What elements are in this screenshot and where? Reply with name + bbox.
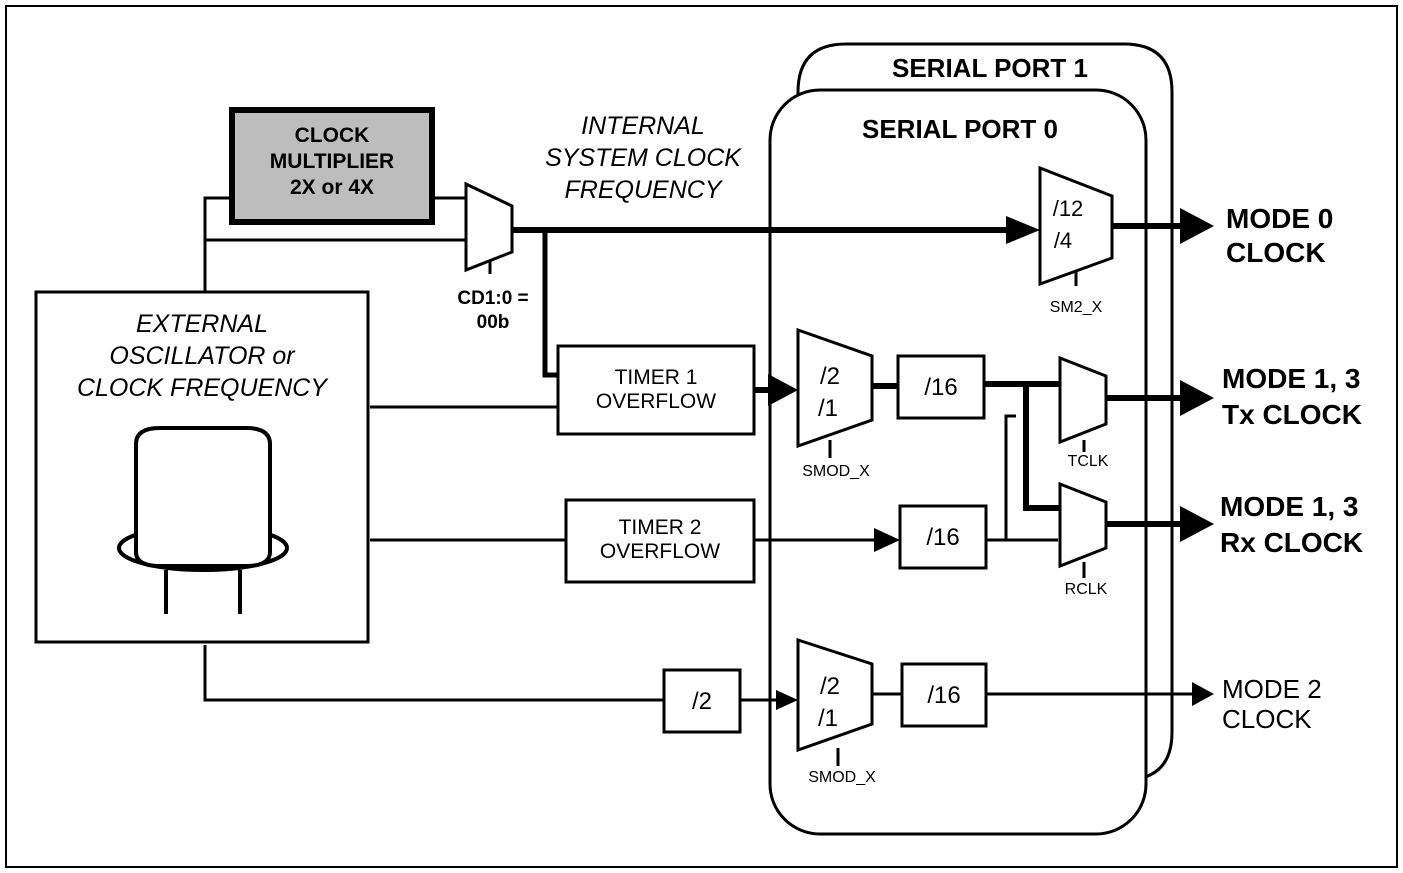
smod-b-label: SMOD_X: [808, 769, 876, 786]
arrowhead-timer1-mux: [768, 374, 798, 406]
cd-select-label-1: CD1:0 =: [457, 288, 528, 309]
timer2-label-1: TIMER 2: [619, 516, 702, 539]
mode13-rx-label-2: Rx CLOCK: [1220, 527, 1363, 558]
arrowhead-div16b: [874, 528, 900, 552]
arrowhead-mode0-out: [1180, 208, 1214, 244]
mode0-divider-mux: [1038, 165, 1114, 287]
tclk-label: TCLK: [1068, 453, 1109, 470]
smod-mux-b-label-1: /2: [820, 673, 840, 700]
cd-select-label-2: 00b: [477, 312, 510, 333]
mode13-rx-label-1: MODE 1, 3: [1220, 491, 1358, 522]
crystal-oscillator-icon: [117, 426, 289, 614]
smod-mux-a: [796, 327, 874, 449]
timer1-block: [556, 344, 756, 436]
serial-port-1-label: SERIAL PORT 1: [892, 53, 1088, 83]
internal-clock-label-3: FREQUENCY: [565, 176, 724, 204]
arrowhead-div2-mux: [776, 690, 798, 710]
clock-multiplier-label-1: CLOCK: [295, 124, 370, 147]
timer2-label-2: OVERFLOW: [600, 540, 720, 563]
timer2-block: [564, 498, 756, 584]
div16-c-label: /16: [927, 682, 960, 709]
sm2x-label: SM2_X: [1050, 299, 1103, 316]
clock-multiplier-label-2: MULTIPLIER: [270, 150, 394, 173]
mode0-output-label-2: CLOCK: [1226, 237, 1326, 268]
mode13-tx-label-1: MODE 1, 3: [1222, 363, 1360, 394]
div2-block: [662, 668, 742, 734]
smod-mux-b: [796, 637, 874, 753]
mode2-output-label-1: MODE 2: [1222, 674, 1322, 704]
smod-mux-a-label-1: /2: [820, 363, 840, 390]
mode0-output-label-1: MODE 0: [1226, 203, 1333, 234]
mode2-output-label-2: CLOCK: [1222, 704, 1312, 734]
timer1-label-1: TIMER 1: [615, 366, 698, 389]
mode0-mux-label-2: /4: [1054, 228, 1072, 253]
div16-b-label: /16: [926, 524, 959, 551]
clock-select-mux: [464, 181, 514, 273]
mode13-tx-label-2: Tx CLOCK: [1222, 399, 1362, 430]
external-osc-label-2: OSCILLATOR or: [109, 342, 296, 370]
smod-mux-a-label-2: /1: [818, 395, 838, 422]
wire-clock-to-timer1: [542, 230, 560, 378]
wire-div16b-to-tclk: [1004, 414, 1016, 540]
internal-clock-label-2: SYSTEM CLOCK: [545, 144, 742, 172]
mode0-mux-label-1: /12: [1053, 196, 1084, 221]
arrowhead-mode2-out: [1192, 682, 1214, 706]
wire-div16a-to-rclk: [1023, 384, 1060, 511]
clock-multiplier-label-3: 2X or 4X: [290, 176, 374, 199]
div16-a-label: /16: [924, 374, 957, 401]
serial-port-0-label: SERIAL PORT 0: [862, 114, 1058, 144]
serial-port-1-container-left: [796, 42, 865, 100]
div16-c-block: [900, 662, 988, 728]
external-osc-label-1: EXTERNAL: [136, 310, 268, 338]
rclk-label: RCLK: [1065, 581, 1108, 598]
arrowhead-rx-out: [1180, 506, 1214, 542]
rclk-mux: [1058, 481, 1108, 569]
arrowhead-tx-out: [1180, 380, 1214, 416]
div16-b-block: [898, 504, 988, 570]
div2-label: /2: [692, 688, 712, 715]
wire-osc-to-div2: [203, 645, 664, 702]
internal-clock-label-1: INTERNAL: [581, 112, 705, 140]
tclk-mux: [1058, 355, 1108, 445]
clock-multiplier-block: [229, 107, 435, 225]
smod-mux-b-label-2: /1: [818, 705, 838, 732]
arrowhead-mode0-mux: [1006, 216, 1040, 244]
smod-a-label: SMOD_X: [802, 463, 870, 480]
timer1-label-2: OVERFLOW: [596, 390, 716, 413]
div16-a-block: [896, 354, 986, 420]
external-osc-label-3: CLOCK FREQUENCY: [77, 374, 329, 402]
wire-osc-to-multiplier: [203, 196, 232, 292]
